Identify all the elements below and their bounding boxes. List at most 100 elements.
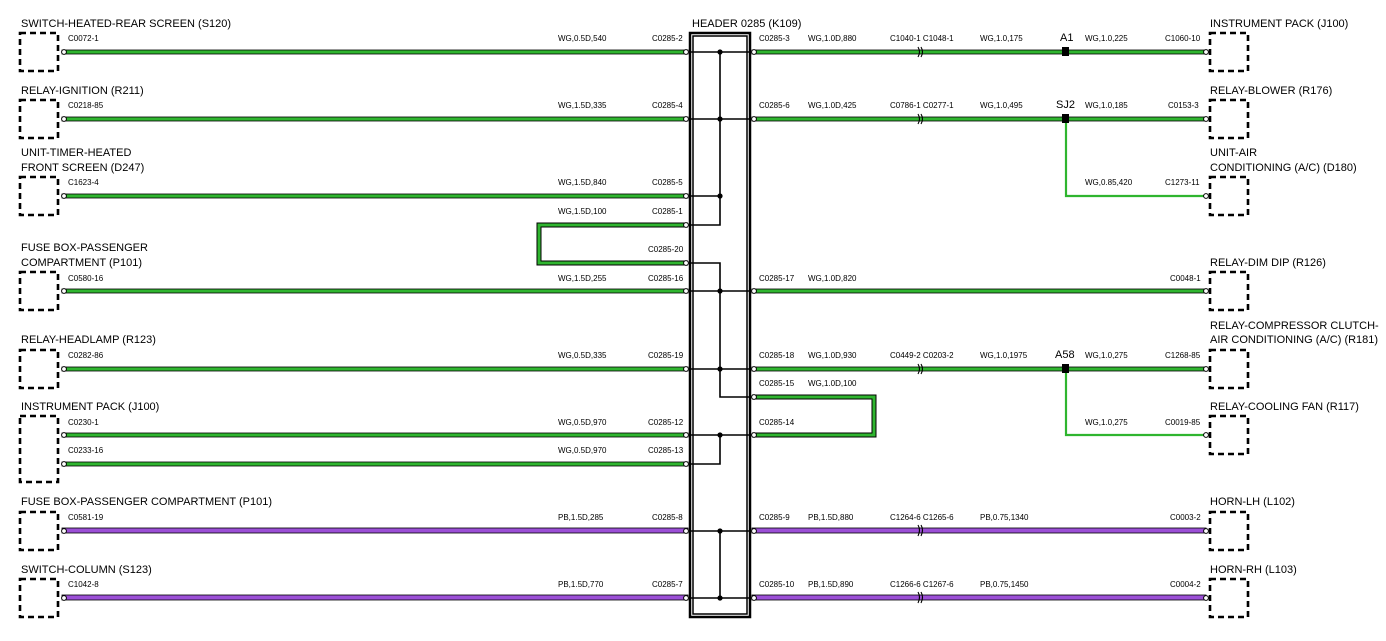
component-label: HORN-LH (L102) <box>1210 496 1295 508</box>
left-component-relay-headlamp: RELAY-HEADLAMP (R123) <box>18 334 156 390</box>
wire-spec: WG,1.0,275 <box>1085 418 1128 427</box>
wire-spec: PB,1.5D,770 <box>558 580 604 589</box>
left-wire-c0285-7: C1042-8 PB,1.5D,770 C0285-7 <box>61 580 689 601</box>
component-label: CONDITIONING (A/C) (D180) <box>1210 162 1357 174</box>
inline-connector: C0786-1 C0277-1 <box>890 101 954 110</box>
left-wire-c0285-4: C0218-85 WG,1.5D,335 C0285-4 <box>61 101 689 122</box>
wire-line <box>536 222 688 266</box>
left-wire-c0285-13: C0233-16 WG,0.5D,970 C0285-13 <box>61 446 689 467</box>
pin-label: C1623-4 <box>68 178 99 187</box>
wire-spec: WG,1.0,185 <box>1085 101 1128 110</box>
connector-box <box>1208 31 1250 73</box>
splice-node-mark <box>1062 114 1069 123</box>
connector-box <box>1208 510 1250 552</box>
pin-label: C0004-2 <box>1170 580 1201 589</box>
connector-box <box>18 98 60 140</box>
wire-spec: WG,1.0,1975 <box>980 351 1028 360</box>
component-label: FRONT SCREEN (D247) <box>21 162 144 174</box>
pin-terminals <box>61 49 1209 601</box>
component-label: FUSE BOX-PASSENGER COMPARTMENT (P101) <box>21 496 272 508</box>
wire-spec: WG,1.0D,880 <box>808 34 857 43</box>
component-label: HORN-RH (L103) <box>1210 564 1297 576</box>
right-component-relay-compressor-clutch: RELAY-COMPRESSOR CLUTCH- AIR CONDITIONIN… <box>1208 320 1379 390</box>
header-pin: C0285-6 <box>759 101 790 110</box>
left-wire-c0285-19: C0282-86 WG,0.5D,335 C0285-19 <box>61 351 689 372</box>
pin-label: C0581-19 <box>68 513 104 522</box>
header-pin: C0285-14 <box>759 418 795 427</box>
component-label: SWITCH-COLUMN (S123) <box>21 564 152 576</box>
header-pin: C0285-13 <box>648 446 684 455</box>
left-wire-c0285-12: C0230-1 WG,0.5D,970 C0285-12 <box>61 418 689 438</box>
wire-line <box>751 366 1207 372</box>
pin-label: C0003-2 <box>1170 513 1201 522</box>
wire-spec: WG,1.0,495 <box>980 101 1023 110</box>
left-wire-c0285-16: C0580-16 WG,1.5D,255 C0285-16 <box>61 274 689 294</box>
component-label: COMPARTMENT (P101) <box>21 257 142 269</box>
wire-line <box>751 288 1207 294</box>
wire-spec: WG,0.5D,970 <box>558 446 607 455</box>
right-wire-c0285-6: C0285-6 WG,1.0D,425 C0786-1 C0277-1 WG,1… <box>751 99 1207 123</box>
wire-spec: WG,1.0,225 <box>1085 34 1128 43</box>
header-pin: C0285-2 <box>652 34 683 43</box>
right-component-relay-cooling-fan: RELAY-COOLING FAN (R117) <box>1208 401 1359 456</box>
header-pin: C0285-20 <box>648 245 684 254</box>
pin-label: C0230-1 <box>68 418 99 427</box>
header-pin: C0285-3 <box>759 34 790 43</box>
wire-spec: WG,0.85,420 <box>1085 178 1133 187</box>
pin-label: C0233-16 <box>68 446 104 455</box>
wire-line <box>751 594 1207 601</box>
header-pin: C0285-19 <box>648 351 684 360</box>
right-wire-branch-c1273-11: WG,0.85,420 C1273-11 <box>1064 123 1206 198</box>
wire-spec: WG,1.5D,840 <box>558 178 607 187</box>
right-component-instrument-pack: INSTRUMENT PACK (J100) <box>1208 18 1348 73</box>
pin-label: C1060-10 <box>1165 34 1201 43</box>
connector-box <box>18 348 60 390</box>
wire-line <box>751 116 1207 122</box>
left-component-fuse-box-passenger-compartment: FUSE BOX-PASSENGER COMPARTMENT (P101) <box>18 242 148 312</box>
wire-spec: WG,1.5D,100 <box>558 207 607 216</box>
wire-spec: PB,1.5D,880 <box>808 513 854 522</box>
header-pin: C0285-8 <box>652 513 683 522</box>
connector-box <box>18 510 60 552</box>
pin-label: C1042-8 <box>68 580 99 589</box>
header-pin: C0285-12 <box>648 418 684 427</box>
wire-spec: PB,1.5D,890 <box>808 580 854 589</box>
component-label: SWITCH-HEATED-REAR SCREEN (S120) <box>21 18 231 30</box>
connector-box <box>18 414 60 484</box>
wire-line <box>752 394 877 438</box>
right-wire-branch-c0019-85: WG,1.0,275 C0019-85 <box>1064 373 1206 437</box>
wire-line <box>1064 123 1206 198</box>
wire-spec: WG,0.5D,335 <box>558 351 607 360</box>
header-connector <box>688 31 752 619</box>
component-label: INSTRUMENT PACK (J100) <box>1210 18 1348 30</box>
component-label: INSTRUMENT PACK (J100) <box>21 401 159 413</box>
header-splice-lines <box>690 51 750 599</box>
right-wire-c0285-3: C0285-3 WG,1.0D,880 C1040-1 C1048-1 WG,1… <box>751 32 1207 56</box>
left-component-unit-timer-heated-front-screen: UNIT-TIMER-HEATED FRONT SCREEN (D247) <box>18 147 144 217</box>
wire-line <box>61 49 689 55</box>
wire-line <box>61 461 689 467</box>
connector-box <box>1208 348 1250 390</box>
pin-label: C0153-3 <box>1168 101 1199 110</box>
left-wire-c0285-8: C0581-19 PB,1.5D,285 C0285-8 <box>61 513 689 534</box>
wire-spec: WG,1.0D,930 <box>808 351 857 360</box>
wire-line <box>61 366 689 372</box>
pin-label: C0072-1 <box>68 34 99 43</box>
splice-node-mark <box>1062 364 1069 373</box>
connector-box <box>18 577 60 619</box>
wire-spec: PB,0.75,1340 <box>980 513 1029 522</box>
wire-line <box>61 116 689 122</box>
right-component-relay-blower: RELAY-BLOWER (R176) <box>1208 85 1332 140</box>
connector-box <box>1208 98 1250 140</box>
wire-line <box>1064 373 1206 437</box>
left-wire-c0285-5: C1623-4 WG,1.5D,840 C0285-5 <box>61 178 689 199</box>
header-pin: C0285-4 <box>652 101 683 110</box>
pin-label: C0282-86 <box>68 351 104 360</box>
wire-line <box>61 594 689 601</box>
right-wire-c0285-15-loop: C0285-15 WG,1.0D,100 C0285-14 <box>752 379 877 438</box>
header-pin: C0285-1 <box>652 207 683 216</box>
pin-label: C0580-16 <box>68 274 104 283</box>
connector-box <box>18 175 60 217</box>
right-component-horn-lh: HORN-LH (L102) <box>1208 496 1295 552</box>
left-wire-c0285-2: C0072-1 WG,0.5D,540 C0285-2 <box>61 34 689 55</box>
